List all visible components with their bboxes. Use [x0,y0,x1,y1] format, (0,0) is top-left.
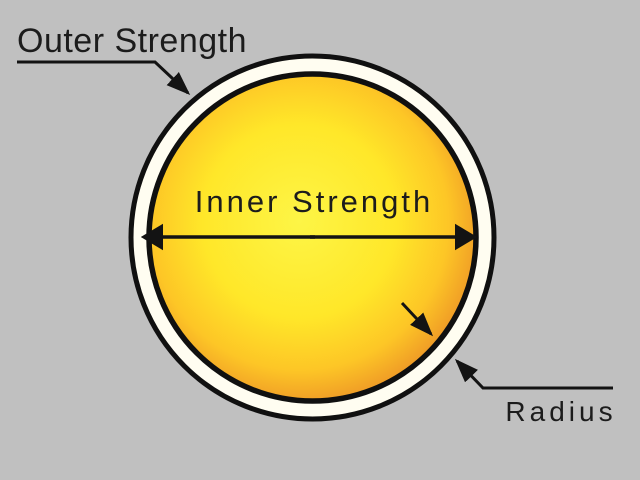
radius-label: Radius [505,396,616,427]
radius-leader-arrow [454,358,613,390]
outer-strength-leader-arrow [17,60,191,96]
radius-pointer-arrow [400,301,434,337]
inner-strength-label: Inner Strength [195,184,433,219]
outer-strength-label: Outer Strength [17,22,247,60]
